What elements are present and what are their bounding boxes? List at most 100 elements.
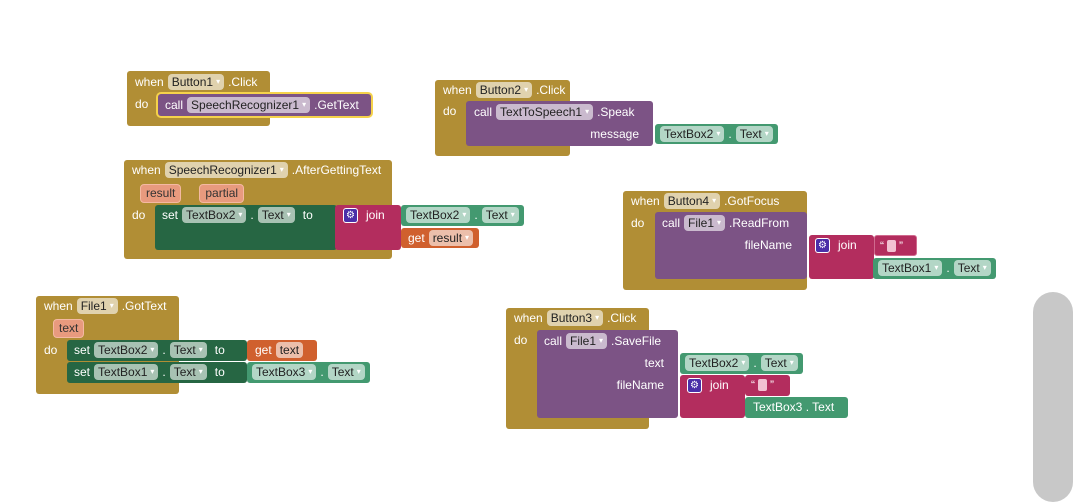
gear-icon[interactable]: ⚙ [815, 237, 830, 253]
getter-block[interactable]: TextBox2▾.Text▾ [401, 205, 524, 226]
component-dropdown[interactable]: File1▾ [566, 333, 608, 349]
gear-icon[interactable]: ⚙ [687, 377, 702, 393]
component-dropdown[interactable]: TextBox2▾ [406, 207, 471, 223]
event-label: .Click [536, 83, 566, 97]
arg-label: message [590, 127, 639, 141]
to-label: to [302, 208, 313, 222]
dropdown-arrow-icon: ▾ [216, 77, 221, 86]
component-dropdown[interactable]: File1▾ [76, 298, 118, 314]
param-text[interactable]: text [53, 318, 85, 338]
variable-dropdown[interactable]: result▾ [428, 230, 474, 246]
dropdown-value: Text [331, 365, 354, 379]
component-dropdown[interactable]: TextBox2▾ [660, 126, 725, 142]
dropdown-value: TextBox1 [98, 365, 148, 379]
property-dropdown[interactable]: Text▾ [735, 126, 773, 142]
dropdown-value: TextBox2 [689, 356, 739, 370]
param-partial[interactable]: partial [199, 183, 245, 203]
component-dropdown[interactable]: TextBox3▾ [252, 364, 317, 380]
component-dropdown[interactable]: File1▾ [684, 215, 726, 231]
property-dropdown[interactable]: Text▾ [257, 207, 295, 223]
event-label: .GotFocus [724, 194, 780, 208]
dropdown-value: File1 [688, 216, 715, 230]
set-label: set [74, 343, 91, 357]
join-block[interactable]: ⚙join [809, 235, 874, 279]
do-label: do [44, 343, 58, 357]
dropdown-arrow-icon: ▾ [599, 336, 604, 345]
close-quote: ” [770, 378, 774, 392]
do-label: do [443, 104, 457, 118]
component-dropdown[interactable]: TextBox2▾ [182, 207, 247, 223]
gear-icon[interactable]: ⚙ [343, 207, 358, 223]
dropdown-value: TextToSpeech1 [500, 105, 583, 119]
join-block[interactable]: ⚙join [680, 375, 745, 418]
dropdown-arrow-icon: ▾ [302, 100, 307, 109]
property-dropdown[interactable]: Text▾ [481, 207, 519, 223]
arg-label: fileName [744, 238, 792, 252]
component-dropdown[interactable]: Button4▾ [663, 193, 721, 209]
component-dropdown[interactable]: TextBox2▾ [94, 342, 159, 358]
dropdown-arrow-icon: ▾ [109, 301, 114, 310]
dropdown-arrow-icon: ▾ [238, 210, 243, 219]
component-dropdown[interactable]: TextBox1▾ [94, 364, 159, 380]
dot-label: . [162, 343, 166, 357]
component-dropdown[interactable]: Button1▾ [167, 74, 225, 90]
dropdown-arrow-icon: ▾ [510, 210, 515, 219]
dropdown-arrow-icon: ▾ [982, 263, 987, 272]
dropdown-arrow-icon: ▾ [595, 313, 600, 322]
property-dropdown[interactable]: Text▾ [327, 364, 365, 380]
dropdown-value: File1 [570, 334, 597, 348]
dot-label: . [728, 127, 732, 141]
event-label: .AfterGettingText [291, 163, 382, 177]
when-label: when [44, 299, 73, 313]
when-label: when [514, 311, 543, 325]
property-dropdown[interactable]: Text▾ [760, 355, 798, 371]
do-label: do [514, 333, 528, 347]
call-label: call [165, 98, 184, 112]
getter-block-textbox3[interactable]: TextBox3 . Text [745, 397, 848, 418]
dropdown-arrow-icon: ▾ [717, 218, 722, 227]
dot-label: . [162, 365, 166, 379]
component-dropdown[interactable]: TextBox2▾ [685, 355, 750, 371]
getter-block[interactable]: TextBox3▾.Text▾ [247, 362, 370, 383]
component-dropdown[interactable]: Button3▾ [546, 310, 604, 326]
text-string-block[interactable]: “” [745, 375, 790, 396]
text-field[interactable] [887, 240, 896, 252]
join-block[interactable]: ⚙join [335, 205, 401, 250]
property-dropdown[interactable]: Text▾ [953, 260, 991, 276]
dropdown-value: TextBox2 [410, 208, 460, 222]
text-string-block[interactable]: “” [874, 235, 917, 256]
dropdown-value: Button3 [550, 311, 593, 325]
getter-block[interactable]: TextBox2▾.Text▾ [680, 353, 803, 374]
when-label: when [443, 83, 472, 97]
to-label: to [214, 365, 225, 379]
param-result[interactable]: result [140, 183, 182, 203]
component-dropdown[interactable]: TextToSpeech1▾ [496, 104, 594, 120]
dropdown-value: TextBox1 [882, 261, 932, 275]
component-dropdown[interactable]: Button2▾ [475, 82, 533, 98]
get-label: get [255, 343, 272, 357]
component-dropdown[interactable]: SpeechRecognizer1▾ [164, 162, 288, 178]
property-dropdown[interactable]: Text▾ [169, 342, 207, 358]
method-label: .ReadFrom [729, 216, 790, 230]
property-dropdown[interactable]: Text▾ [169, 364, 207, 380]
vertical-scrollbar[interactable] [1033, 292, 1073, 502]
to-label: to [214, 343, 225, 357]
getter-block[interactable]: TextBox1▾.Text▾ [873, 258, 996, 279]
dropdown-arrow-icon: ▾ [585, 107, 590, 116]
component-dropdown[interactable]: TextBox1▾ [878, 260, 943, 276]
do-label: do [631, 216, 645, 230]
component-dropdown[interactable]: SpeechRecognizer1▾ [187, 97, 311, 113]
getter-block[interactable]: TextBox2▾.Text▾ [655, 124, 778, 144]
variable-dropdown[interactable]: text [275, 342, 304, 358]
text-field[interactable] [758, 379, 767, 391]
dropdown-value: Button1 [171, 75, 214, 89]
